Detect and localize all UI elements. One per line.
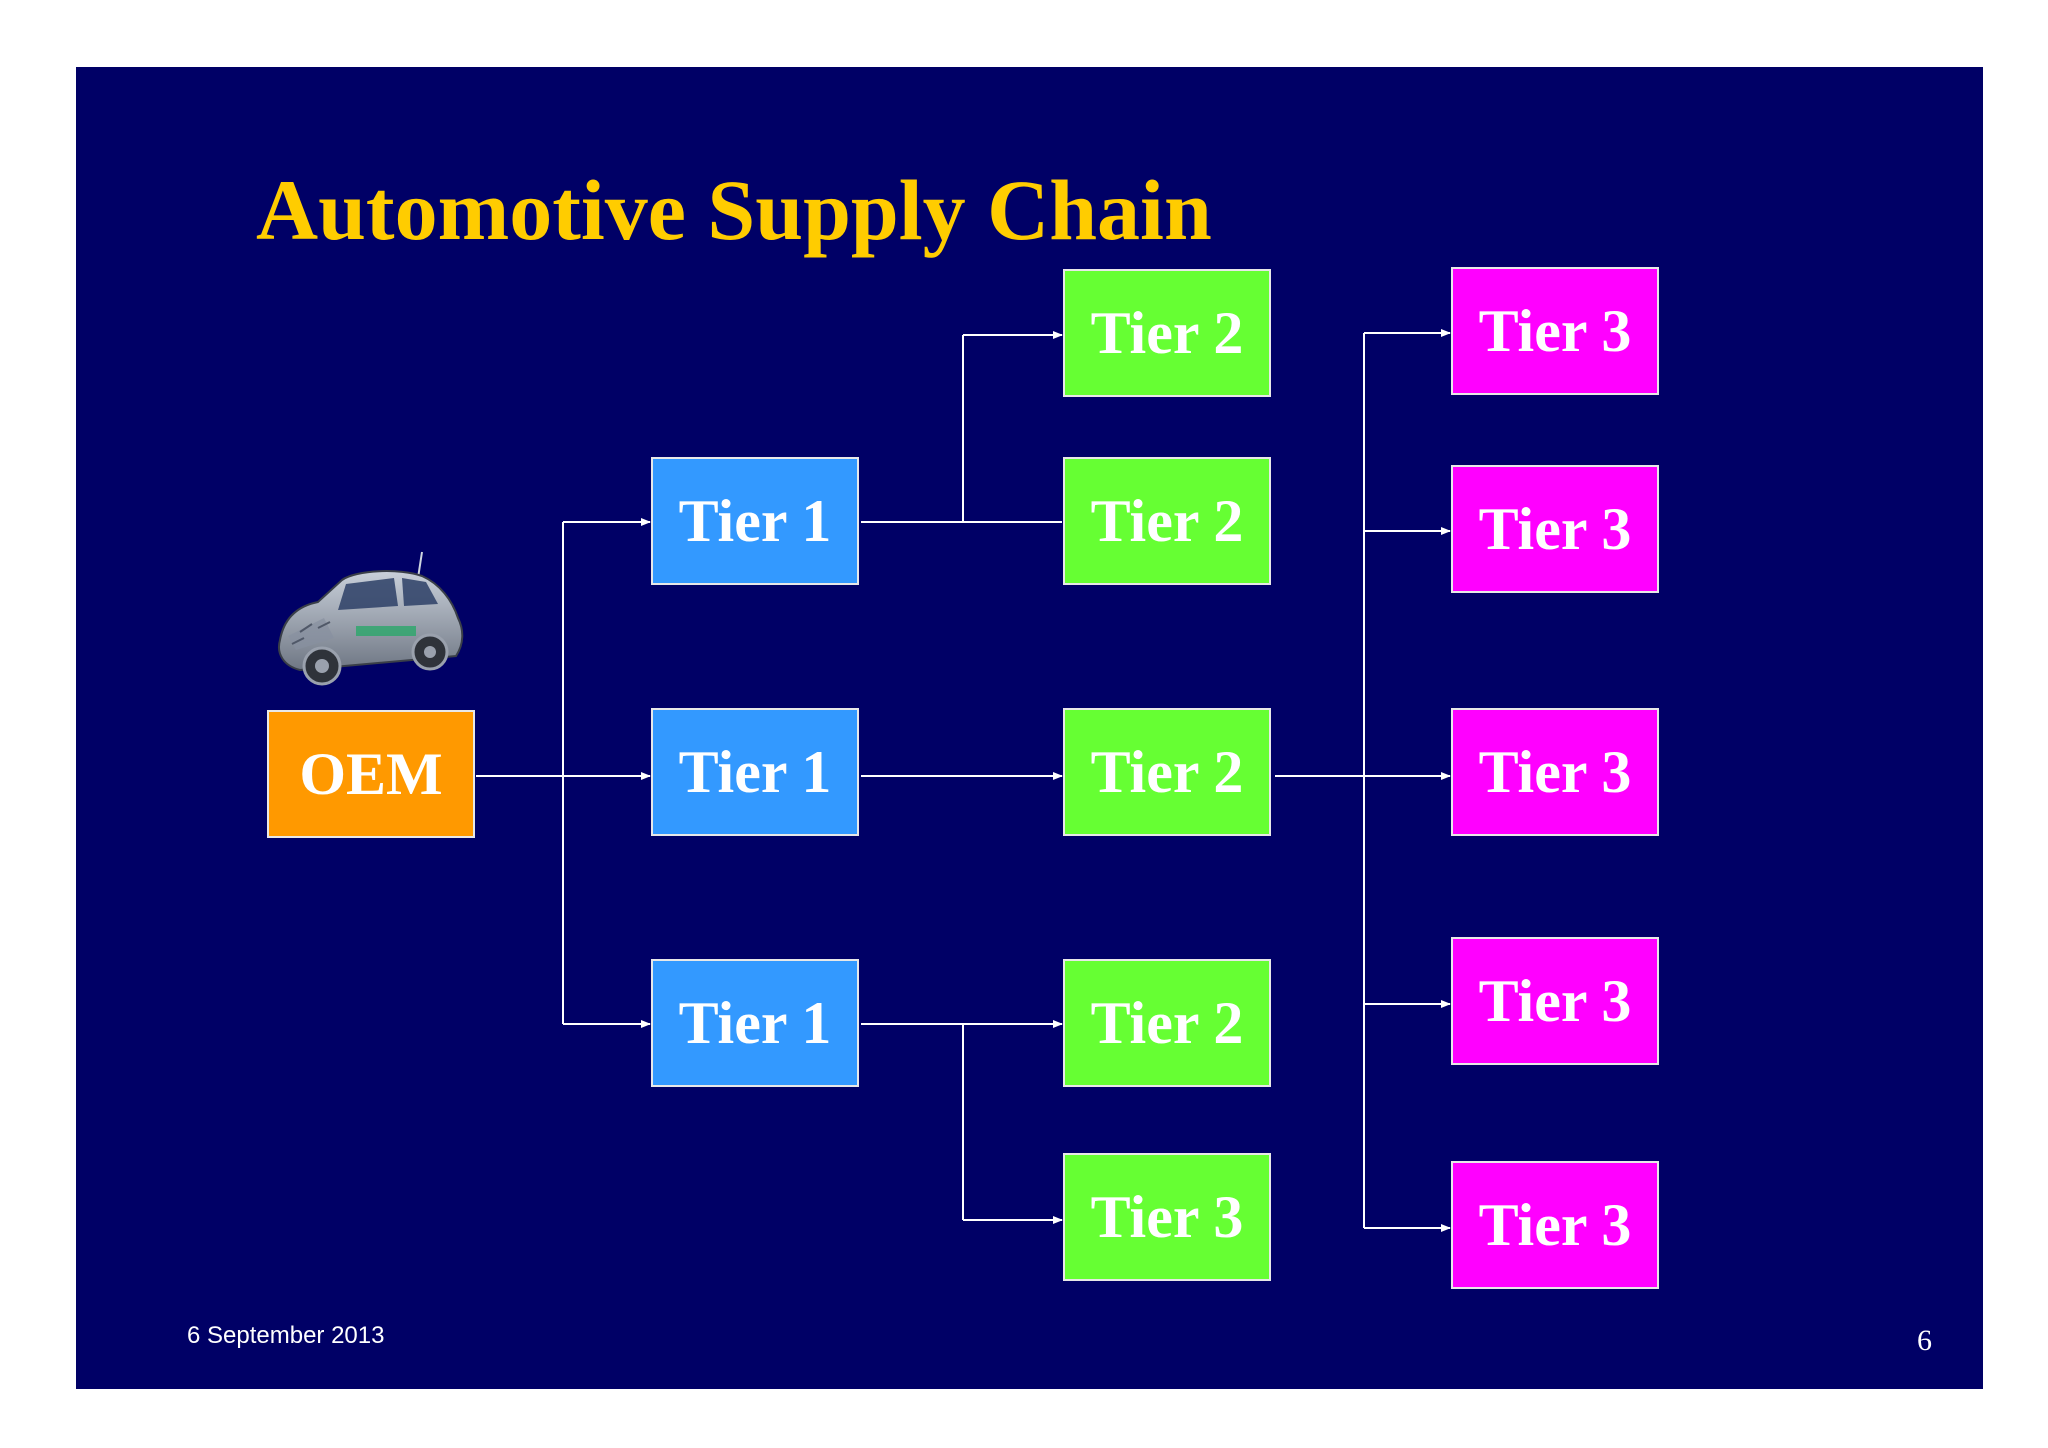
tier3-node-a: Tier 3 (1451, 267, 1659, 395)
tier3-node-d: Tier 3 (1451, 937, 1659, 1065)
tier3-node-b: Tier 3 (1451, 465, 1659, 593)
tier1-node-middle: Tier 1 (651, 708, 859, 836)
tier2-node-a: Tier 2 (1063, 269, 1271, 397)
tier2-node-b: Tier 2 (1063, 457, 1271, 585)
slide-title: Automotive Supply Chain (256, 162, 1212, 258)
tier3-node-e: Tier 3 (1451, 1161, 1659, 1289)
car-cutaway-icon (278, 551, 464, 686)
tier2-node-c: Tier 2 (1063, 708, 1271, 836)
footer-date: 6 September 2013 (187, 1322, 385, 1349)
page-number: 6 (1917, 1324, 1932, 1357)
oem-node: OEM (267, 710, 475, 838)
tier2-node-d: Tier 2 (1063, 959, 1271, 1087)
tier1-node-top: Tier 1 (651, 457, 859, 585)
tier3-node-green: Tier 3 (1063, 1153, 1271, 1281)
tier3-node-c: Tier 3 (1451, 708, 1659, 836)
tier1-node-bottom: Tier 1 (651, 959, 859, 1087)
